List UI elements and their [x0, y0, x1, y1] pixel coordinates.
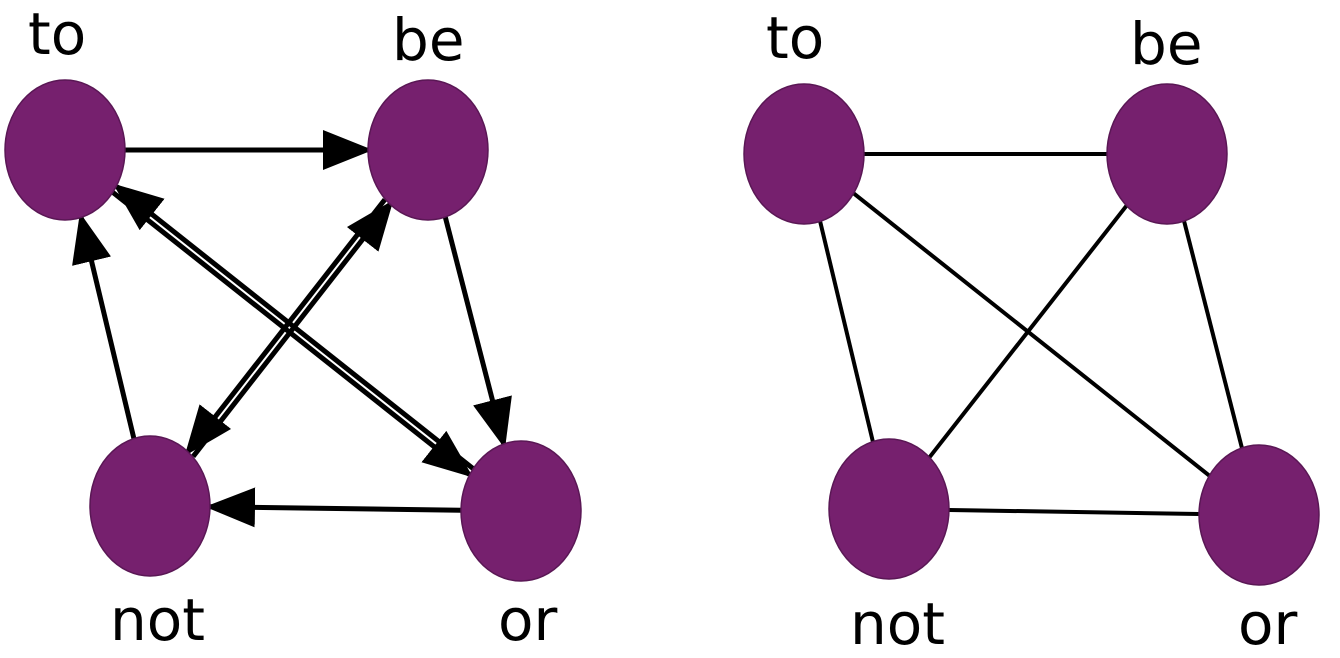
- undirected-graph: to be not or: [743, 4, 1320, 658]
- undirected-label-be: be: [1130, 10, 1203, 78]
- undirected-edge-or-not: [948, 507, 1200, 517]
- directed-label-or: or: [498, 586, 557, 654]
- undirected-label-or: or: [1238, 590, 1297, 658]
- undirected-node-not: [828, 438, 950, 580]
- directed-graph: to be not or: [4, 0, 582, 654]
- undirected-edge-not-to: [818, 220, 875, 443]
- directed-edge-or-to-not: [204, 487, 462, 528]
- directed-label-be: be: [392, 6, 465, 74]
- directed-edge-be-to-or: [442, 216, 512, 449]
- directed-node-or: [460, 440, 582, 582]
- directed-node-not: [89, 435, 211, 577]
- undirected-node-to: [743, 83, 865, 225]
- directed-node-be: [367, 79, 489, 221]
- directed-node-to: [4, 79, 126, 221]
- undirected-label-to: to: [766, 4, 824, 72]
- undirected-node-or: [1198, 444, 1320, 586]
- undirected-graph-edges: [818, 152, 1244, 517]
- directed-graph-nodes: [4, 79, 582, 582]
- undirected-edge-be-not: [927, 204, 1129, 459]
- undirected-edge-be-or: [1182, 220, 1244, 449]
- undirected-label-not: not: [850, 590, 945, 658]
- directed-edge-not-to-be: [191, 199, 394, 458]
- directed-edge-not-to-to: [72, 212, 137, 440]
- directed-graph-edges: [72, 130, 512, 528]
- undirected-edge-to-or: [852, 191, 1211, 478]
- directed-label-to: to: [28, 0, 86, 68]
- directed-label-not: not: [110, 586, 205, 654]
- undirected-node-be: [1106, 83, 1228, 225]
- directed-edge-be-to-not: [184, 198, 387, 457]
- undirected-graph-nodes: [743, 83, 1320, 586]
